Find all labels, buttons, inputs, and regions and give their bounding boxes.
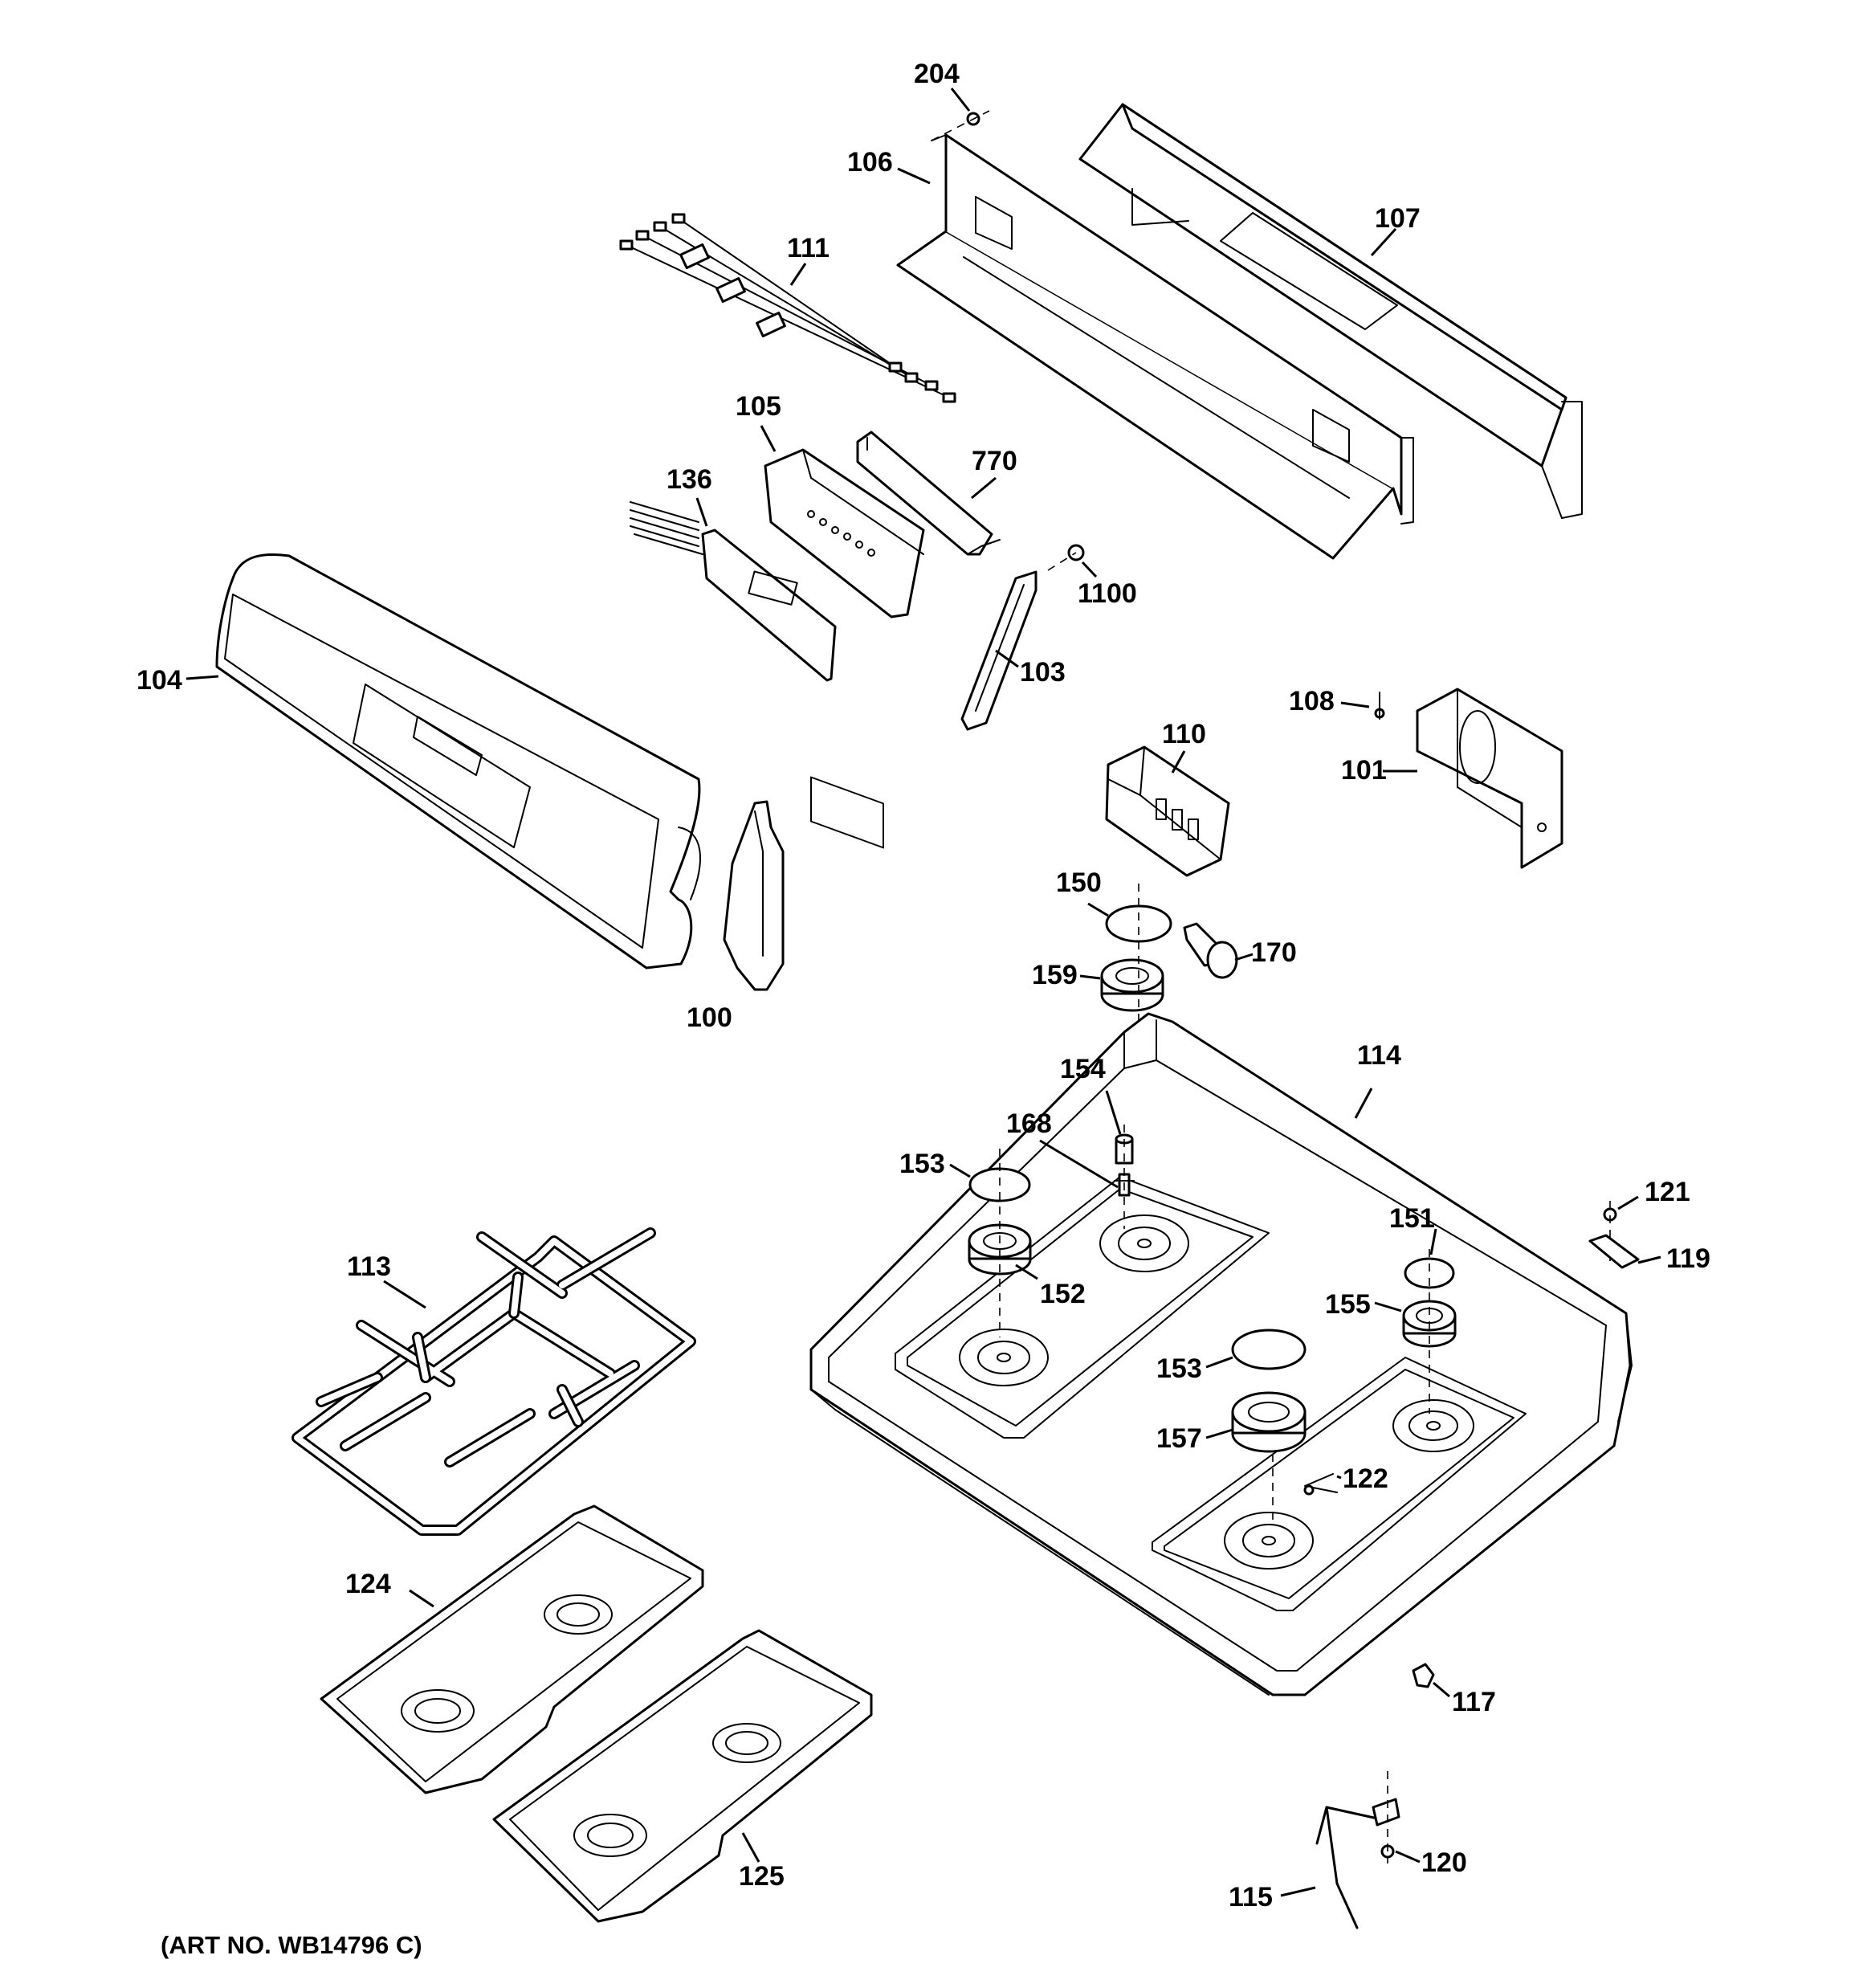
part-105-control-board xyxy=(764,448,925,849)
callout-168: 168 xyxy=(1006,1108,1052,1139)
callout-204: 204 xyxy=(914,59,960,89)
part-124-drip-pan xyxy=(320,1504,704,1794)
callout-120: 120 xyxy=(1421,1847,1467,1878)
part-103-side-bracket xyxy=(960,570,1037,731)
part-125-drip-pan xyxy=(492,1629,873,1923)
callout-170: 170 xyxy=(1251,937,1297,968)
part-151-burner-cap-right xyxy=(1404,1257,1455,1289)
callout-151: 151 xyxy=(1389,1203,1435,1234)
callout-115: 115 xyxy=(1229,1882,1273,1912)
part-111-wire-harness xyxy=(619,213,956,403)
callout-124: 124 xyxy=(345,1569,391,1599)
part-204-screw xyxy=(931,110,990,141)
callout-154: 154 xyxy=(1060,1054,1106,1084)
part-1100-screw xyxy=(1047,544,1085,571)
callout-157: 157 xyxy=(1156,1423,1202,1454)
callout-111: 111 xyxy=(787,233,830,263)
part-170-screw xyxy=(1183,922,1238,979)
part-153-burner-cap-center xyxy=(1231,1329,1307,1370)
callout-labels: 204 106 107 111 105 770 136 1100 103 104… xyxy=(137,59,1710,1912)
callout-153-upper: 153 xyxy=(899,1149,945,1179)
callout-106: 106 xyxy=(847,147,893,178)
part-117-nut xyxy=(1412,1663,1435,1688)
part-113-grate xyxy=(291,1227,696,1536)
part-108-screw xyxy=(1374,692,1385,720)
part-119-bracket xyxy=(1588,1234,1640,1269)
callout-770: 770 xyxy=(972,446,1017,476)
callout-121: 121 xyxy=(1645,1177,1690,1207)
callout-153-lower: 153 xyxy=(1156,1353,1202,1384)
callout-119: 119 xyxy=(1666,1243,1710,1274)
part-157-burner-head-center xyxy=(1231,1391,1307,1453)
callout-159: 159 xyxy=(1032,960,1078,990)
part-100-end-cap xyxy=(723,800,785,991)
art-number: (ART NO. WB14796 C) xyxy=(161,1931,422,1959)
callout-113: 113 xyxy=(347,1251,391,1282)
part-150-burner-cap xyxy=(1105,904,1172,943)
part-110-ignition-module xyxy=(1105,745,1230,877)
part-155-burner-head-right xyxy=(1402,1300,1457,1348)
callout-125: 125 xyxy=(739,1861,785,1892)
part-120-screw xyxy=(1380,1771,1395,1863)
part-159-burner-head xyxy=(1100,958,1164,1012)
callout-136: 136 xyxy=(667,464,712,495)
part-107-rear-panel xyxy=(1078,103,1583,519)
callout-101: 101 xyxy=(1341,755,1387,786)
callout-105: 105 xyxy=(736,391,781,422)
part-115-support-rod xyxy=(1315,1798,1400,1929)
callout-1100: 1100 xyxy=(1078,578,1137,609)
callout-155: 155 xyxy=(1325,1289,1371,1320)
callout-152: 152 xyxy=(1040,1279,1086,1309)
part-106-backsplash-bracket xyxy=(896,133,1414,560)
part-104-control-panel xyxy=(215,553,701,970)
callout-150: 150 xyxy=(1056,867,1102,898)
callout-114: 114 xyxy=(1357,1040,1401,1071)
part-122-spring xyxy=(1303,1473,1338,1496)
callout-100: 100 xyxy=(687,1002,732,1033)
callout-117: 117 xyxy=(1452,1687,1496,1717)
callout-104: 104 xyxy=(137,665,182,696)
callout-122: 122 xyxy=(1343,1463,1388,1494)
leader-lines xyxy=(185,88,1661,1897)
callout-108: 108 xyxy=(1289,686,1335,716)
callout-107: 107 xyxy=(1375,203,1421,234)
callout-110: 110 xyxy=(1162,719,1206,749)
part-770-bracket xyxy=(856,431,1001,556)
part-114-cooktop xyxy=(809,1012,1633,1696)
part-101-bracket xyxy=(1416,688,1563,869)
callout-103: 103 xyxy=(1020,657,1066,688)
part-136-keypad xyxy=(630,501,837,682)
